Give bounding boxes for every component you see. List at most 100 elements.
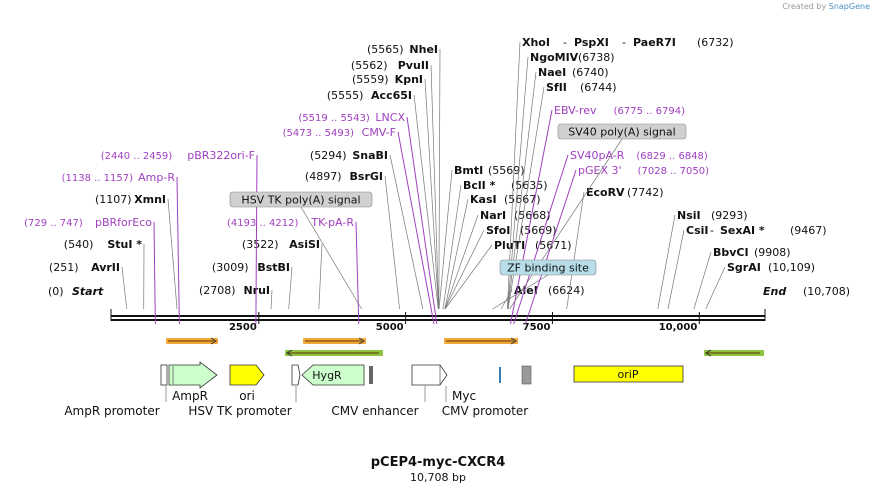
site-leader [318,243,323,310]
feature-label: CMV enhancer [331,404,418,418]
orip-box [573,365,684,383]
ori-arrow [229,364,265,386]
snapgene-logo: SnapGene [828,2,870,11]
primer-range: (4193 .. 4212) [227,218,299,229]
site-leader [667,229,685,310]
site-position: (6744) [580,81,617,94]
site-name: NheI [409,43,438,56]
plasmid-size: 10,708 bp [410,471,466,484]
site-position: (6740) [572,66,609,79]
orange-arrow-head [210,337,217,345]
end-position: (10,708) [803,285,850,298]
site-leader [444,229,485,310]
zf-binding-site-marker [499,367,501,383]
site-position: (1107) [95,193,132,206]
site-position: (5667) [504,193,541,206]
site-leader [444,198,469,310]
feature-label-box [229,191,373,208]
site-leader [413,94,439,310]
site-name: PluTI [494,239,525,252]
site-name: EcoRV [586,186,625,199]
site-name: SfoI [486,224,510,237]
feature-box-label: SV40 poly(A) signal [568,126,675,139]
site-name: SgrAI [727,261,761,274]
primer-range: (6775 .. 6794) [614,106,686,117]
feature-label: Myc [452,389,476,403]
ruler-tick-label: 2500 [229,322,257,333]
site-name: BbvCI [713,246,749,259]
site-position: (5559) [352,73,389,86]
site-name: BmtI [454,164,483,177]
site-position: (5294) [310,149,347,162]
primer-range: (5473 .. 5493) [283,128,355,139]
site-leader [288,266,293,310]
green-arrow-head [286,349,293,357]
orange-arrow-head [358,337,365,345]
backbone-top-strand [111,315,765,317]
site-name: Acc65I [371,89,412,102]
site-position: (6732) [697,36,734,49]
backbone-bottom-strand [111,319,765,321]
site-leader [444,244,493,310]
site-leader [121,266,128,310]
primer-name: TK-pA-R [310,216,354,229]
primer-range: (729 .. 747) [24,218,83,229]
feature-label: ori [239,389,255,403]
ruler-tick-label: 5000 [376,322,404,333]
site-name: StuI * [107,238,142,251]
site-leader [430,64,440,310]
feature-label: CMV promoter [442,404,529,418]
feature-label: AmpR [172,389,208,403]
feature-leader [492,274,549,310]
primer-leader [176,176,180,325]
start-label: Start [72,285,104,298]
site-position: (5565) [367,43,404,56]
site-name: PaeR7I [633,36,676,49]
site-leader [424,78,439,310]
site-position: (5671) [535,239,572,252]
feature-label: AmpR promoter [64,404,159,418]
feature-leader [300,206,362,310]
ampr-arrow [168,361,218,389]
site-position: (6738) [578,51,615,64]
site-leader [438,48,441,310]
site-leader [566,191,585,310]
site-name: KasI [470,193,497,206]
orange-arrow-head [510,337,517,345]
myc-box [521,365,532,385]
primer-leader [153,221,156,325]
site-leader [167,198,178,310]
site-name: XhoI [522,36,550,49]
site-leader [500,289,513,310]
site-name: NsiI [677,209,701,222]
green-arrow-head [705,349,712,357]
primer-name: pBR322ori-F [187,149,255,162]
primer-name: Amp-R [138,171,175,184]
snapgene-credit: Created by SnapGene [782,2,870,11]
cmv-enhancer-shape [411,364,448,386]
primer-leader [509,109,553,325]
site-name: AvrII [91,261,120,274]
primer-range: (7028 .. 7050) [638,166,710,177]
feature-marker [369,366,373,384]
primer-name: pBRforEco [95,216,152,229]
site-name: PspXI [574,36,609,49]
site-name: SnaBI [352,149,388,162]
site-position: (10,109) [768,261,815,274]
site-name: BsrGI [350,170,383,183]
end-label: End [763,285,786,298]
site-position: (2708) [199,284,236,297]
site-position: (540) [64,238,94,251]
primer-name: SV40pA-R [570,149,625,162]
site-name: SfII [546,81,567,94]
site-leader [438,169,453,310]
primer-range: (6829 .. 6848) [636,151,708,162]
separator: - [710,224,714,237]
site-name: XmnI [134,193,166,206]
ruler-tick-label: 7500 [523,322,551,333]
start-position: (0) [48,285,64,298]
site-name: KpnI [395,73,423,86]
site-leader [389,154,424,310]
primer-leader [355,221,360,325]
